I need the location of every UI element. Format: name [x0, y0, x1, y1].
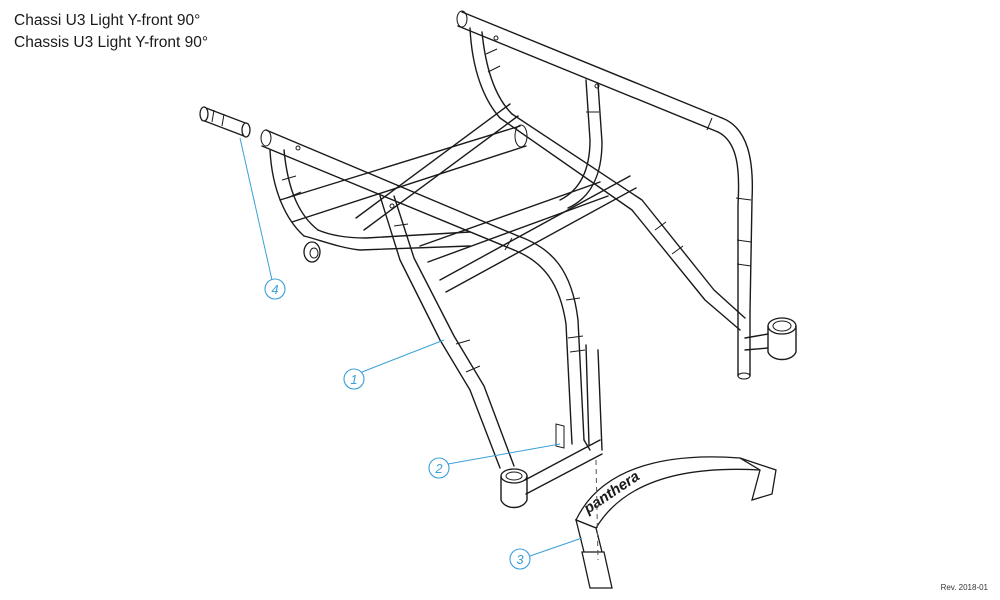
svg-text:3: 3: [516, 552, 524, 567]
grip-part: [199, 106, 251, 138]
strap-part: panthera: [575, 456, 777, 589]
right-side-frame: [456, 10, 797, 380]
callout-1: 1: [343, 368, 365, 390]
title-block: Chassi U3 Light Y-front 90° Chassis U3 L…: [14, 10, 208, 54]
assembly-centerline: [595, 459, 599, 561]
leader-lines: [239, 137, 583, 557]
callout-3: 3: [509, 548, 531, 570]
svg-text:2: 2: [434, 461, 443, 476]
revision-label: Rev. 2018-01: [940, 583, 988, 592]
left-side-frame: [260, 129, 603, 509]
svg-text:4: 4: [271, 282, 278, 297]
title-english: Chassis U3 Light Y-front 90°: [14, 34, 209, 51]
svg-text:1: 1: [350, 372, 357, 387]
strap-brand-text: panthera: [580, 468, 643, 518]
title-swedish: Chassi U3 Light Y-front 90°: [14, 12, 201, 29]
callout-2: 2: [428, 457, 450, 479]
callout-4: 4: [264, 278, 286, 300]
